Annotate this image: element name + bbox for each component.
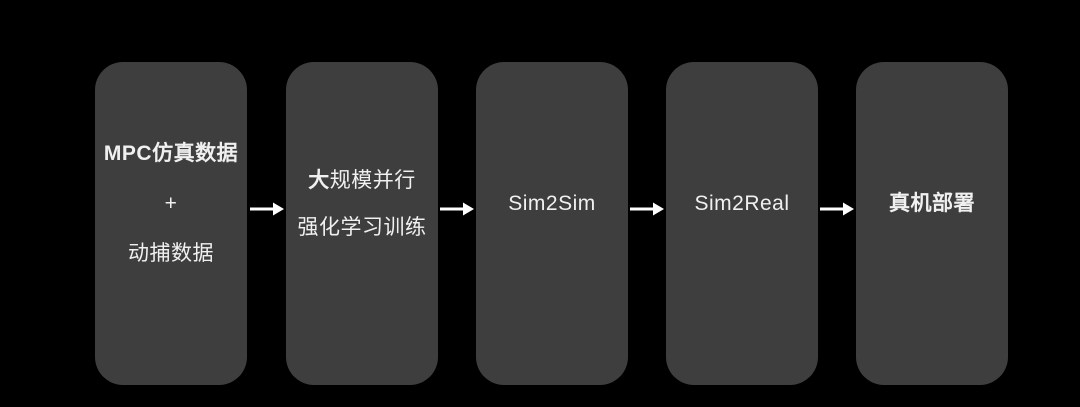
flow-arrow-icon (440, 202, 474, 216)
flow-arrow-icon (250, 202, 284, 216)
node-label-line: 真机部署 (889, 191, 975, 215)
node-label-line: MPC仿真数据 (103, 141, 239, 165)
flow-node-training-data: MPC仿真数据 + 动捕数据 (95, 62, 247, 385)
node-content: 真机部署 (889, 179, 975, 229)
node-content: MPC仿真数据 + 动捕数据 (104, 129, 238, 279)
node-label-bold-part: 大 (308, 168, 330, 192)
node-label-line: 大规模并行 (298, 157, 427, 204)
flow-arrow-icon (630, 202, 664, 216)
node-label-line: Sim2Sim (508, 191, 596, 215)
plus-sign: + (164, 191, 178, 215)
flow-node-rl-training: 大规模并行 强化学习训练 (286, 62, 438, 385)
node-content: Sim2Sim (508, 179, 596, 229)
flow-arrow-icon (820, 202, 854, 216)
node-label-rest: 规模并行 (329, 168, 416, 192)
flow-node-sim2real: Sim2Real (666, 62, 818, 385)
node-label-line: Sim2Real (694, 191, 790, 215)
node-content: 大规模并行 强化学习训练 (298, 157, 427, 251)
node-label-line: 强化学习训练 (297, 215, 427, 239)
node-content: Sim2Real (694, 179, 789, 229)
flow-node-sim2sim: Sim2Sim (476, 62, 628, 385)
flow-node-real-deployment: 真机部署 (856, 62, 1008, 385)
node-label-line: 动捕数据 (127, 241, 214, 265)
